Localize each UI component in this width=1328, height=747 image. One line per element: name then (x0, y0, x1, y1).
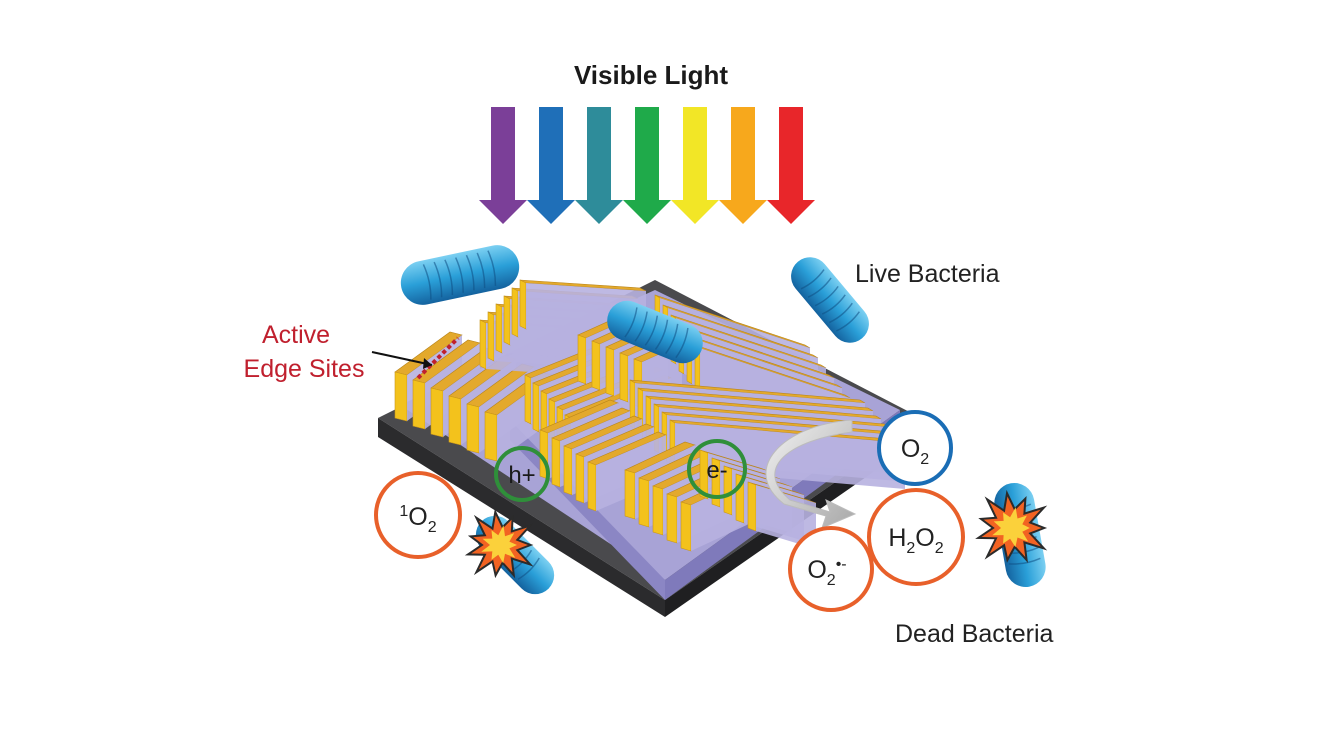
title: Visible Light (574, 60, 728, 90)
light-arrow-icon (671, 107, 719, 224)
hydrogen-peroxide-species: H2O2 (867, 488, 965, 586)
singlet-oxygen-formula: 1O2 (399, 503, 436, 536)
explosion-icon (975, 489, 1048, 564)
light-arrow-icon (575, 107, 623, 224)
singlet-oxygen-species: 1O2 (374, 471, 462, 559)
light-arrow-icon (623, 107, 671, 224)
bacteria-icon (607, 300, 703, 364)
light-arrow-icon (767, 107, 815, 224)
hole-charge: h+ (494, 446, 550, 502)
superoxide-species: O2•- (788, 526, 874, 612)
bacteria-icon (400, 245, 520, 305)
light-arrow-icon (527, 107, 575, 224)
light-arrow-icon (719, 107, 767, 224)
light-arrow-icon (479, 107, 527, 224)
oxygen-formula: O2 (901, 435, 929, 468)
oxygen-species: O2 (877, 410, 953, 486)
explosion-icon (464, 508, 534, 579)
active-edge-label-line1: Active (262, 321, 330, 349)
hydrogen-peroxide-formula: H2O2 (888, 524, 943, 557)
hole-label: h+ (508, 462, 535, 489)
active-edge-label-line2: Edge Sites (244, 355, 365, 383)
electron-label: e- (706, 457, 727, 484)
active-edge-marker (371, 336, 460, 380)
superoxide-formula: O2•- (807, 556, 846, 589)
live-bacteria-label: Live Bacteria (855, 260, 1000, 288)
bacteria-icon (791, 257, 869, 343)
visible-light-arrows (479, 107, 815, 224)
electron-charge: e- (687, 439, 747, 499)
dead-bacteria-label: Dead Bacteria (895, 620, 1054, 648)
